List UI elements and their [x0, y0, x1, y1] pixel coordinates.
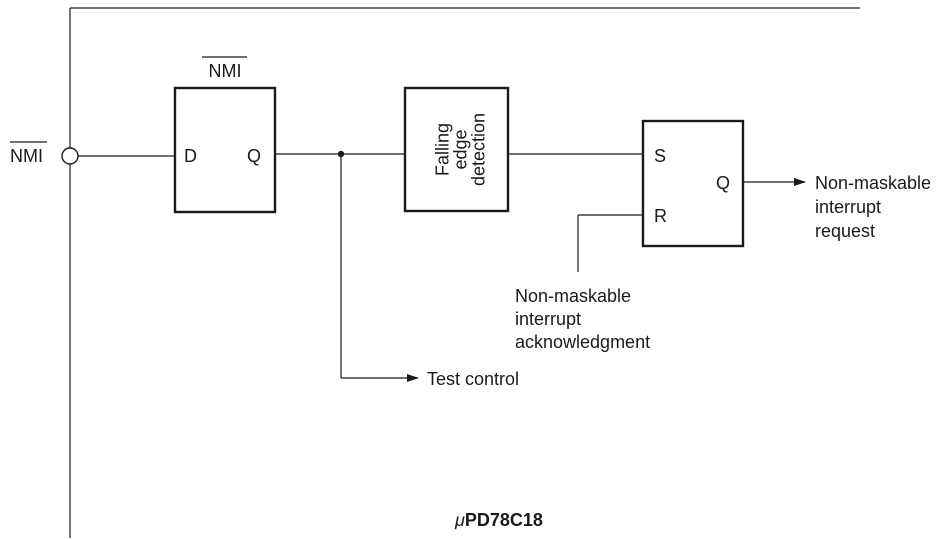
- chip-prefix: μ: [454, 510, 465, 530]
- latch-label: NMI: [209, 61, 242, 81]
- latch-input-d: D: [184, 146, 197, 166]
- request-line-2: interrupt: [815, 197, 881, 217]
- pin-label: NMI: [10, 146, 43, 166]
- request-line-1: Non-maskable: [815, 173, 931, 193]
- test-control-label: Test control: [427, 369, 519, 389]
- ack-line-3: acknowledgment: [515, 332, 650, 352]
- flipflop-s: S: [654, 146, 666, 166]
- edge-line-3: detection: [468, 113, 488, 186]
- edge-detector-box: [403, 86, 510, 213]
- ack-line-1: Non-maskable: [515, 286, 631, 306]
- chip-name: μPD78C18: [454, 510, 543, 530]
- chip-label: PD78C18: [465, 510, 543, 530]
- flipflop-r: R: [654, 206, 667, 226]
- edge-line-1: Falling: [432, 123, 452, 176]
- latch-output-q: Q: [247, 146, 261, 166]
- sr-flipflop-box: [641, 119, 745, 248]
- nmi-latch-box: [173, 86, 277, 214]
- request-line-3: request: [815, 221, 875, 241]
- ack-line-2: interrupt: [515, 309, 581, 329]
- flipflop-q: Q: [716, 173, 730, 193]
- pin-terminal: [61, 147, 79, 165]
- edge-line-2: edge: [450, 129, 470, 169]
